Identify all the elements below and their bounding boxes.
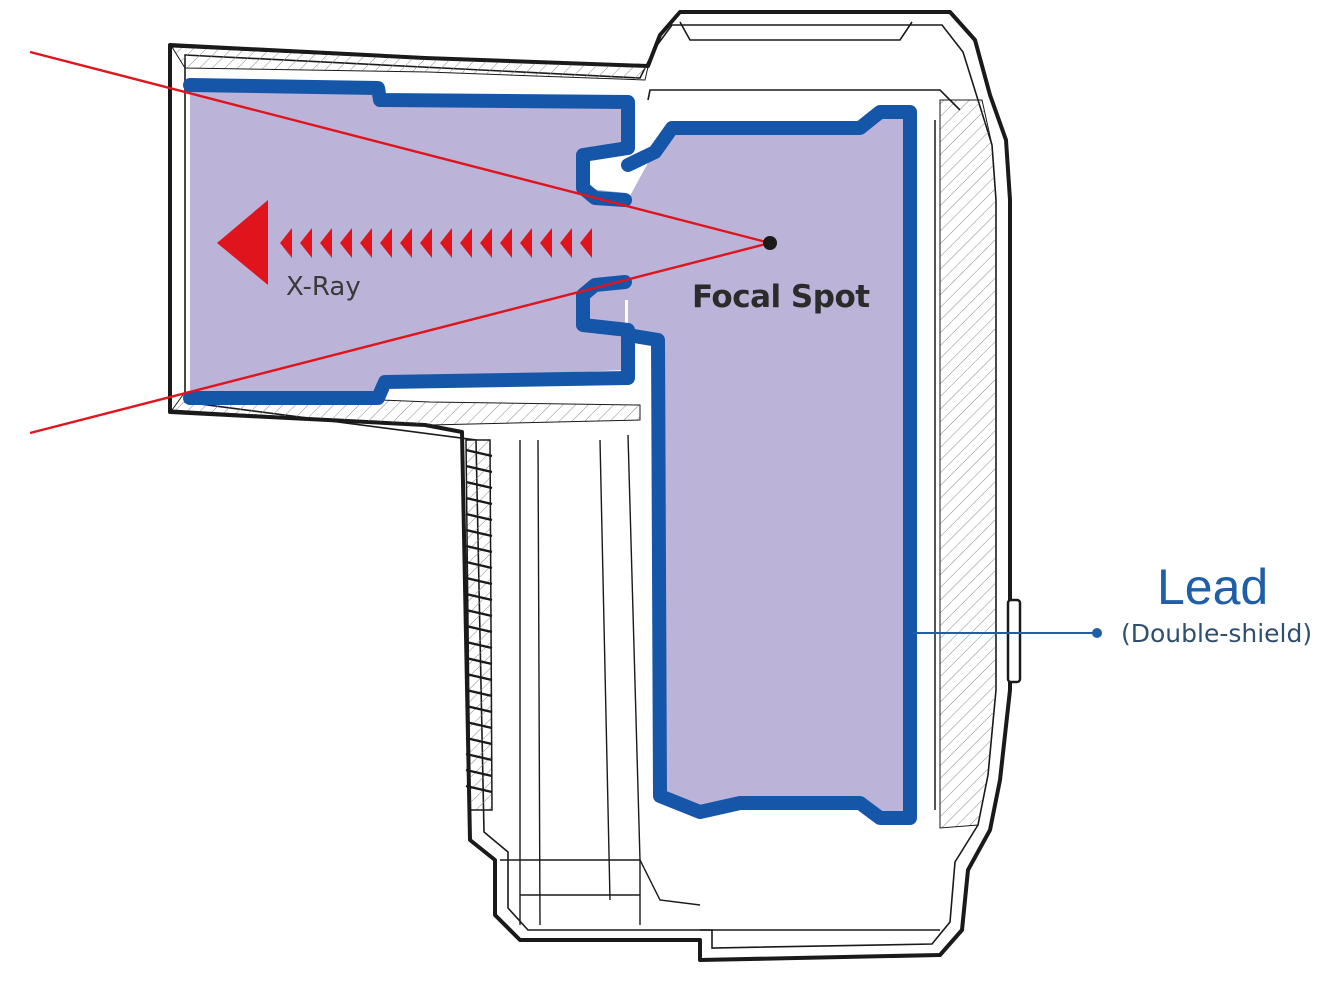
lead-callout-dot <box>1092 628 1102 638</box>
arrow-head-icon <box>217 200 268 285</box>
lead-note-label: (Double-shield) <box>1121 619 1313 648</box>
top-inner-step <box>647 89 961 111</box>
focal-spot-label: Focal Spot <box>692 279 870 315</box>
xray-label: X-Ray <box>286 272 361 302</box>
top-cap-detail <box>679 21 913 41</box>
lead-shield-main-chamber <box>621 105 917 825</box>
beam-edge-bottom <box>29 241 771 435</box>
focal-spot-dot <box>763 236 777 250</box>
housing-inner-outline <box>184 24 997 949</box>
bottom-base <box>500 859 940 931</box>
lead-shield-nozzle-top <box>183 78 635 207</box>
side-button <box>1006 598 1022 684</box>
shielded-chamber-fill <box>190 85 910 818</box>
housing-right-wall-hatch <box>939 99 997 829</box>
handle-inner-lines <box>519 434 701 926</box>
lead-label: Lead <box>1157 559 1269 615</box>
beam-edge-top <box>29 50 771 245</box>
grip-threads <box>465 448 493 794</box>
xray-direction-arrow <box>217 200 592 285</box>
nozzle-wall-top-hatch <box>171 46 649 81</box>
